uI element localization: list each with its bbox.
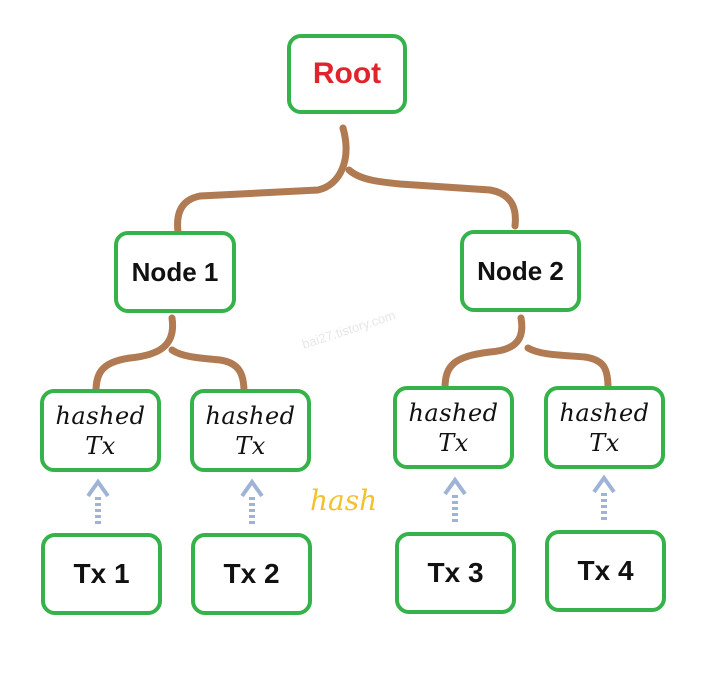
hashed-tx-2-line1: hashed xyxy=(205,401,296,430)
connector-root-node1 xyxy=(174,124,350,236)
tx-2-label: Tx 2 xyxy=(223,558,280,589)
connector-node2-hashed4 xyxy=(524,344,612,392)
hashed-tx-4-line1: hashed xyxy=(559,398,650,427)
node-1-label: Node 1 xyxy=(131,256,219,287)
hashed-tx-3-line1: hashed xyxy=(408,398,499,427)
hashed-tx-1-line1: hashed xyxy=(55,401,146,430)
arrow-tx4 xyxy=(592,474,616,520)
tx-1: Tx 1 xyxy=(41,533,162,615)
connector-node1-hashed1 xyxy=(92,314,177,396)
arrow-tx2 xyxy=(240,478,264,524)
node-2-label: Node 2 xyxy=(477,255,564,286)
tx-4-label: Tx 4 xyxy=(577,555,634,586)
hashed-tx-4: hashed Tx xyxy=(544,386,665,469)
hashed-tx-3-line2: Tx xyxy=(438,428,469,457)
arrow-tx1 xyxy=(86,478,110,524)
connector-root-node2 xyxy=(345,166,519,230)
hash-annotation: hash xyxy=(310,484,378,517)
tx-3-label: Tx 3 xyxy=(427,557,484,588)
connector-node1-hashed2 xyxy=(168,346,248,396)
hashed-tx-3: hashed Tx xyxy=(393,386,514,469)
arrow-tx3 xyxy=(443,476,467,522)
root-node: Root xyxy=(287,34,407,114)
tx-4: Tx 4 xyxy=(545,530,666,612)
tx-1-label: Tx 1 xyxy=(73,558,130,589)
hashed-tx-4-line2: Tx xyxy=(589,428,620,457)
node-1: Node 1 xyxy=(114,231,236,313)
hashed-tx-2-line2: Tx xyxy=(235,431,266,460)
connector-node2-hashed3 xyxy=(441,314,526,392)
root-label: Root xyxy=(312,57,382,90)
tx-3: Tx 3 xyxy=(395,532,516,614)
hashed-tx-1-line2: Tx xyxy=(85,431,116,460)
node-2: Node 2 xyxy=(460,230,581,312)
hashed-tx-2: hashed Tx xyxy=(190,389,311,472)
tx-2: Tx 2 xyxy=(191,533,312,615)
hashed-tx-1: hashed Tx xyxy=(40,389,161,472)
